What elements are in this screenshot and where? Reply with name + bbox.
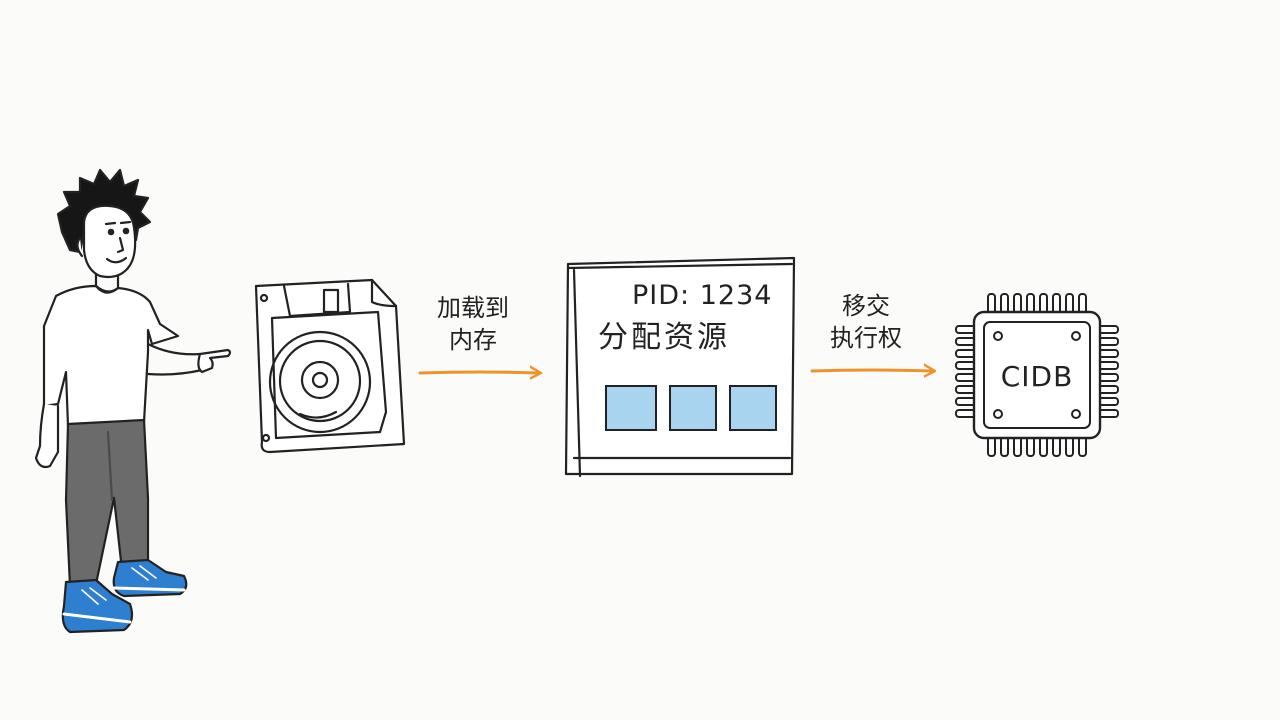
arrow-hand-over-execution: [810, 370, 934, 371]
person-pointing-icon: [34, 168, 232, 634]
step2-label: 移交 执行权: [806, 290, 926, 355]
memory-block-3: [729, 385, 777, 431]
step1-line1: 加载到: [437, 294, 509, 322]
floppy-disk-icon: [254, 278, 406, 454]
process-pid-text: PID: 1234: [632, 280, 772, 311]
cpu-label: CIDB: [1001, 360, 1074, 393]
cpu-chip-icon: [955, 293, 1119, 457]
process-alloc-text: 分配资源: [598, 320, 730, 355]
memory-block-2: [669, 385, 717, 431]
memory-block-1: [605, 385, 657, 431]
step1-line2: 内存: [449, 326, 497, 355]
step2-line1: 移交: [842, 292, 890, 320]
step1-label: 加载到 内存: [418, 292, 528, 357]
arrow-load-to-memory: [418, 372, 540, 373]
step2-line2: 执行权: [830, 324, 902, 353]
